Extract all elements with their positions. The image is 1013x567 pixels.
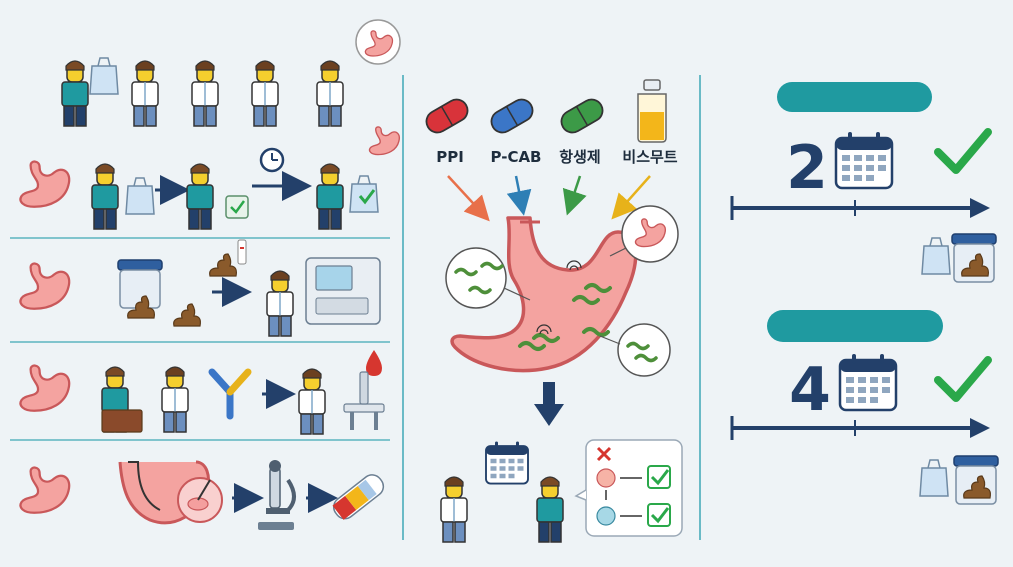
stomach-icon [19,262,71,310]
row-serology [10,350,390,441]
microscope-icon [258,460,296,530]
drug-label-ppi: PPI [436,148,464,166]
row-stool-test [10,239,390,343]
breath-bag-icon [919,459,949,497]
down-arrow-icon [534,382,564,426]
label-pill-top [777,82,932,112]
label-pill-bottom [767,310,943,342]
bacteria-cluster [518,283,612,351]
row-breath-test-sequence [10,126,400,239]
drug-label-antibiotic: 항생제 [559,148,600,166]
breath-bag-icon [921,237,951,275]
drug-label-bismuth: 비스무트 [622,148,677,166]
stomach-icon [19,160,71,208]
timer-icon [259,147,285,173]
middle-panel: PPI P-CAB 항생제 비스무트 [425,79,683,543]
antibody-icon [208,368,252,420]
stool-jar-icon [953,455,999,505]
lab-machine-icon [305,257,381,325]
timeline-arrow-top [730,196,990,220]
microscope-small-icon [343,371,385,430]
drug-label-pcab: P-CAB [490,148,541,166]
ppi-pill-icon [425,98,469,134]
calendar-icon [834,130,894,190]
bacteria-callout-left [445,247,531,309]
row-endoscopy [19,460,385,530]
check-icon [934,356,992,402]
timeline-arrow-bottom [730,416,990,440]
stomach-icon [368,126,400,156]
calendar-icon [838,352,898,412]
row-breath-test-people [61,19,401,127]
result-card [574,439,683,537]
large-stomach [450,216,638,373]
test-strip-icon [237,239,247,265]
pcab-pill-icon [490,98,534,134]
stool-jar-icon [951,233,997,283]
blood-drop-icon [366,350,382,376]
bacteria-callout-bottom-right [599,323,671,377]
culture-tube-icon [332,474,385,520]
antibiotic-pill-icon [560,98,604,134]
right-panel: 2 4 [730,82,999,505]
left-panel [10,19,401,530]
check-icon [934,128,992,174]
calendar-small-icon [485,440,529,485]
stomach-icon [19,466,71,514]
weeks-number-4: 4 [789,355,831,425]
stomach-callout-right [609,205,679,263]
stomach-bubble-icon [355,19,401,65]
bismuth-bottle-icon [637,79,667,143]
magnifier-icon [177,477,223,523]
stomach-icon [19,364,71,412]
weeks-number-2: 2 [786,133,828,203]
